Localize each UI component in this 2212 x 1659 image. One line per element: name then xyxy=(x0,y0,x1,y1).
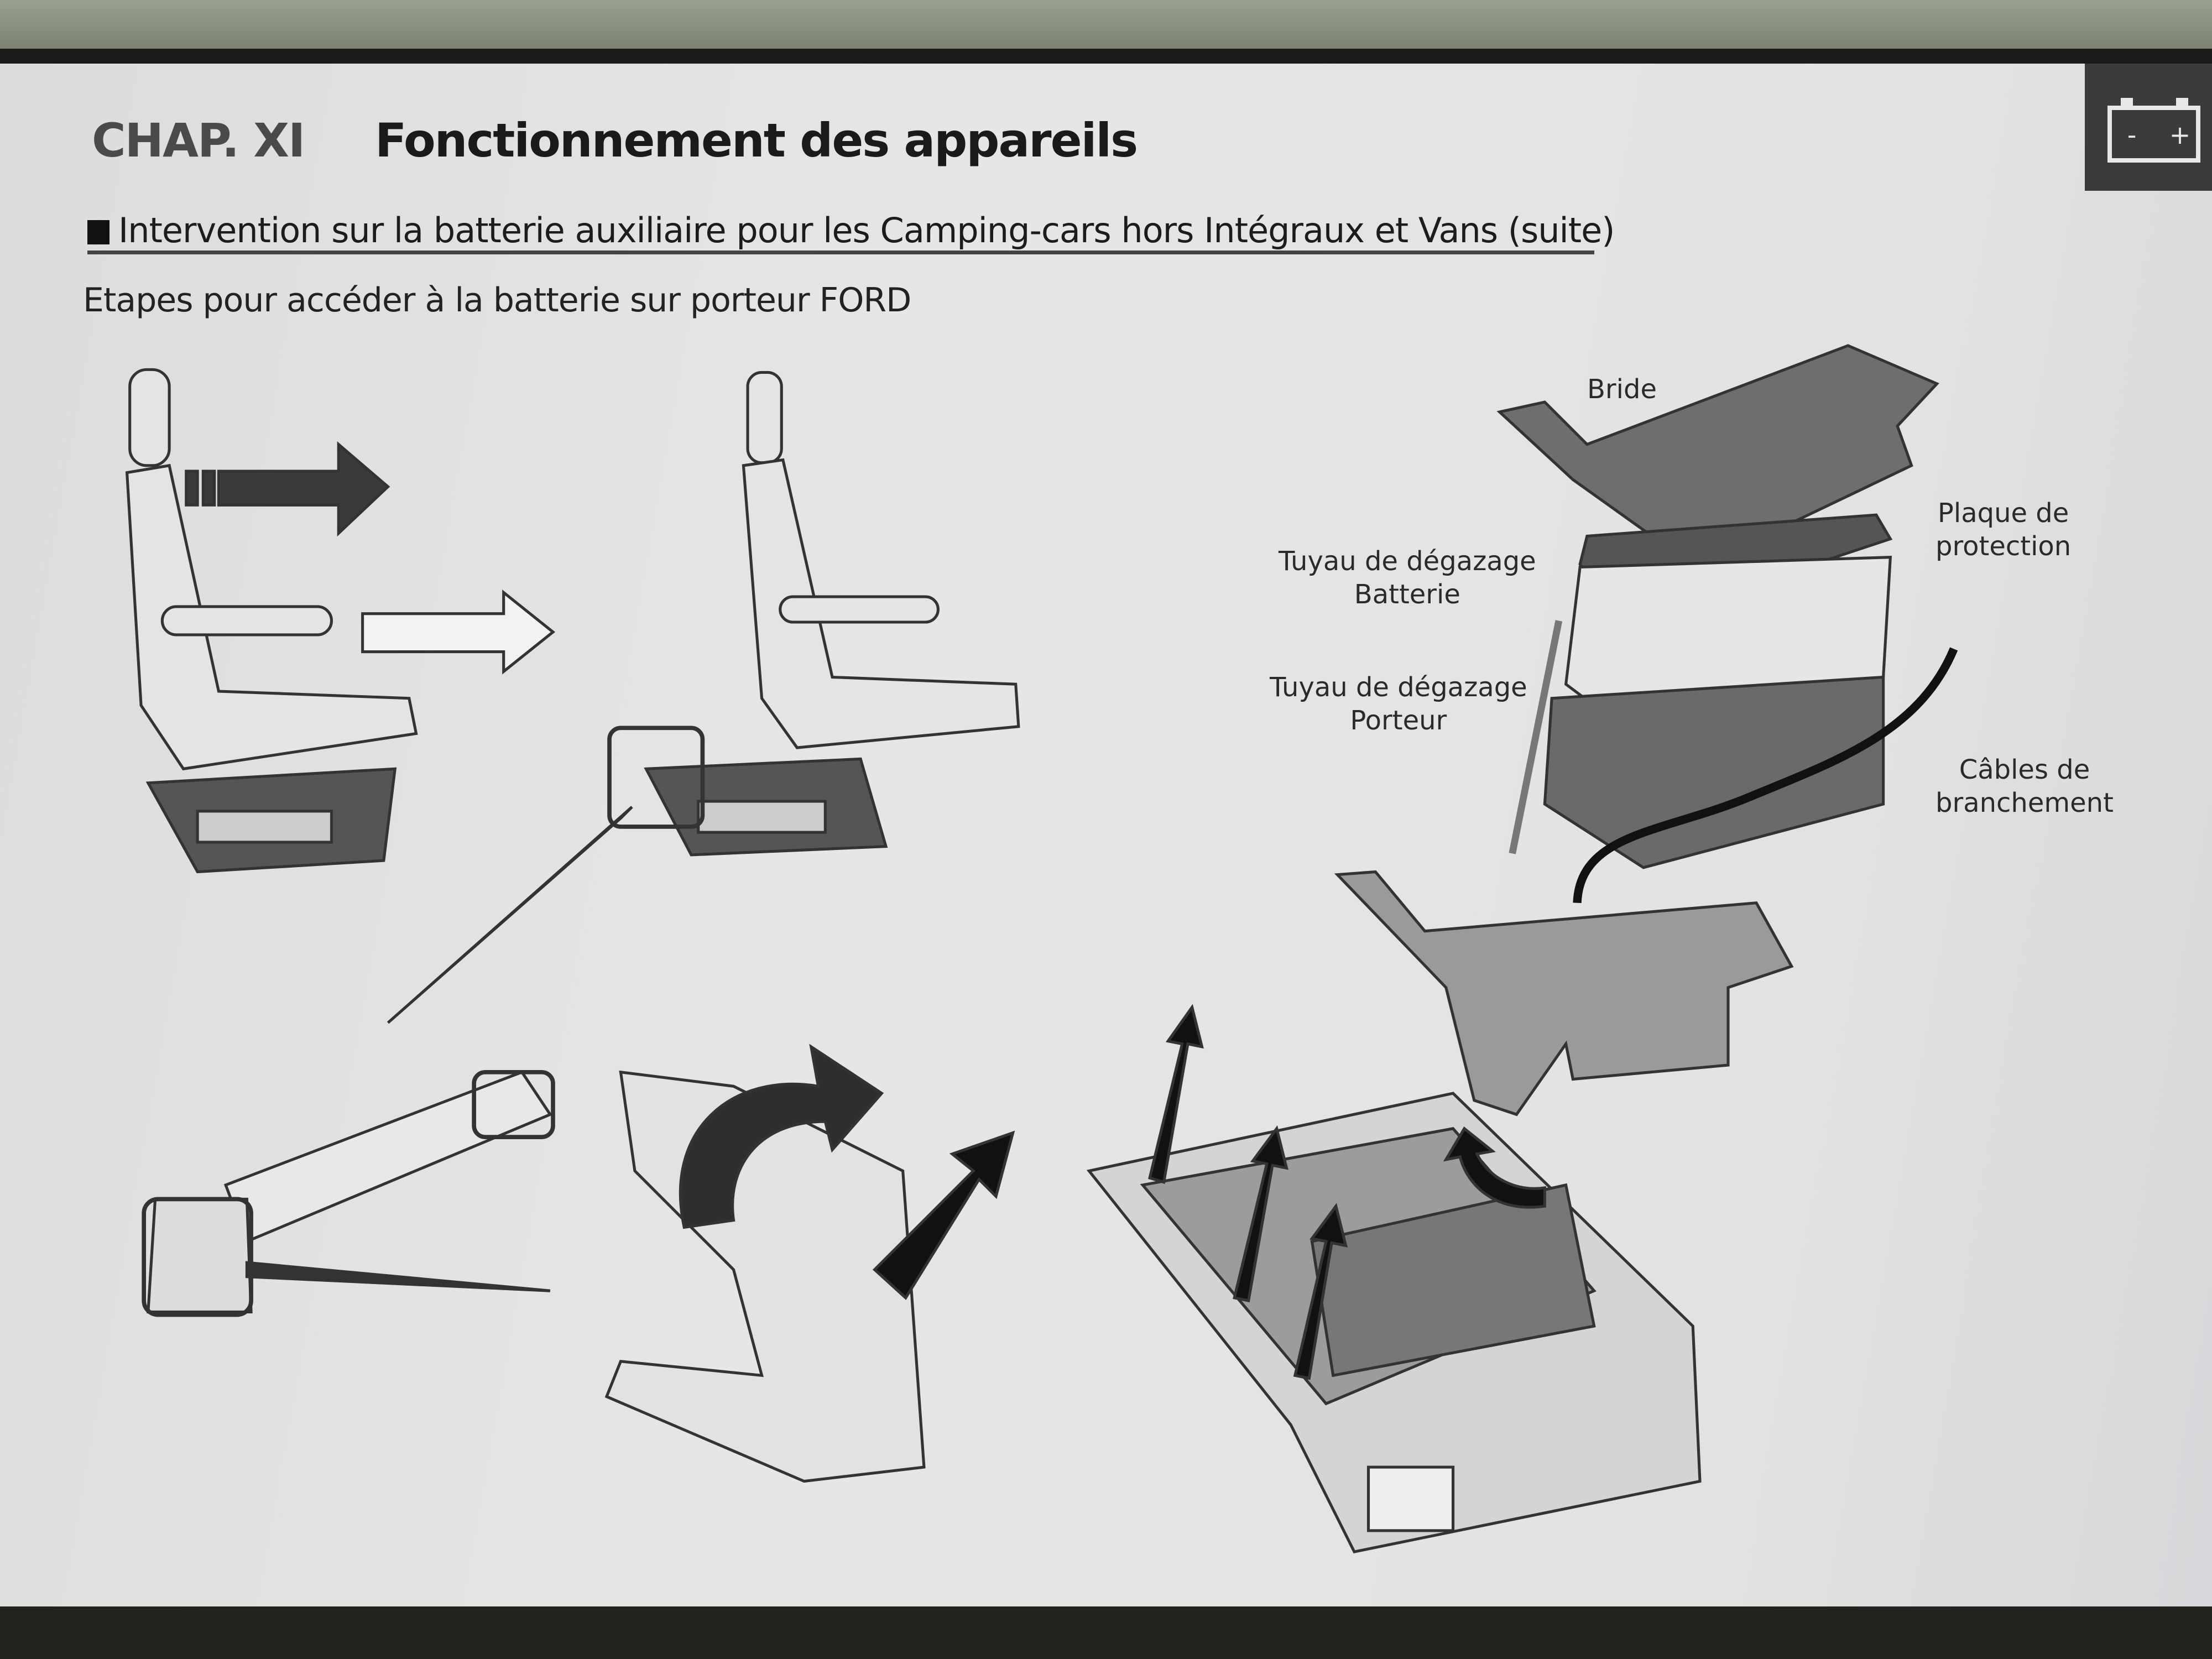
lift-arrow-icon xyxy=(872,1130,1015,1300)
lift-arrow-icon xyxy=(1148,1004,1204,1185)
monitor-bezel-edge xyxy=(0,49,2212,65)
step-arrow-icon xyxy=(361,589,556,675)
label-line: protection xyxy=(1936,531,2072,562)
seat-rail-detail-illustration xyxy=(142,1070,555,1317)
page-title: Fonctionnement des appareils xyxy=(375,113,1138,168)
degassing-tube-illustration xyxy=(1509,620,1563,854)
section-underline xyxy=(87,251,1594,254)
label-line: Tuyau de dégazage xyxy=(1279,546,1536,577)
monitor-bezel-bottom xyxy=(0,1606,2212,1659)
removed-plate-illustration xyxy=(1334,870,1794,1117)
battery-icon: - + xyxy=(2085,64,2212,191)
monitor-bezel-top xyxy=(0,0,2212,49)
label-line: Câbles de xyxy=(1959,754,2090,785)
lift-arrow-icon xyxy=(1233,1125,1288,1303)
label-line: branchement xyxy=(1936,787,2114,818)
seat-after-illustration xyxy=(387,371,1020,1024)
battery-plus-sign: + xyxy=(2169,120,2191,150)
label-line: Tuyau de dégazage xyxy=(1270,672,1527,703)
label-bride-text: Bride xyxy=(1587,374,1657,405)
connection-cable-illustration xyxy=(1573,647,1958,904)
lift-arrow-icon xyxy=(1293,1203,1348,1380)
label-line: Porteur xyxy=(1350,705,1447,736)
bullet-square-icon xyxy=(87,220,109,244)
section-heading: Intervention sur la batterie auxiliaire … xyxy=(87,210,1615,251)
section-heading-text: Intervention sur la batterie auxiliaire … xyxy=(118,210,1615,251)
seat-before-illustration xyxy=(125,368,418,874)
move-seat-arrow-icon xyxy=(217,441,390,537)
battery-minus-sign: - xyxy=(2127,120,2137,150)
label-bride: Bride xyxy=(1587,373,1657,406)
label-line: Batterie xyxy=(1354,579,1460,610)
chapter-number: CHAP. XI xyxy=(92,113,305,168)
section-subtitle: Etapes pour accéder à la batterie sur po… xyxy=(83,281,911,320)
curved-arrow-icon xyxy=(1443,1126,1546,1209)
label-line: Plaque de xyxy=(1937,498,2069,529)
battery-tray-illustration xyxy=(1543,675,1885,869)
rotate-arrow-icon xyxy=(679,1044,884,1229)
